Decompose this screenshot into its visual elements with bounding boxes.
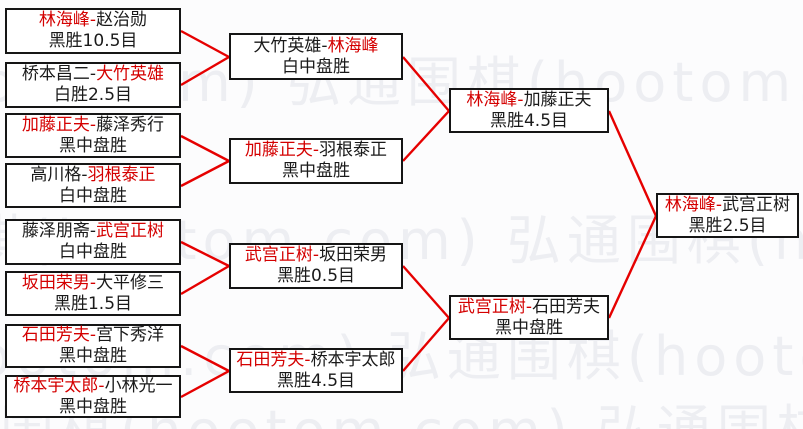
match-box-semifinal-2: 武宫正树-石田芳夫 黑中盘胜 (449, 295, 609, 340)
match-result: 黑胜1.5目 (53, 293, 133, 314)
match-box-round1-7: 石田芳夫-宫下秀洋 黑中盘胜 (5, 324, 181, 368)
player-winner: 加藤正夫- (21, 114, 97, 135)
match-box-round1-6: 坂田荣男-大平修三 黑胜1.5目 (5, 271, 181, 316)
player-loser: 大竹英雄- (253, 35, 328, 56)
match-result: 白中盘胜 (59, 185, 127, 206)
match-result: 白中盘胜 (59, 242, 127, 262)
match-box-round2-1: 大竹英雄-林海峰 白中盘胜 (229, 33, 403, 80)
match-result: 黑胜10.5目 (48, 31, 138, 51)
player-loser: 高川格- (30, 164, 88, 185)
match-players: 加藤正夫-羽根泰正 (245, 140, 387, 161)
player-loser: 坂田荣男 (319, 245, 388, 265)
player-loser: 加藤正夫 (523, 89, 592, 110)
match-players: 藤泽朋斋-武宫正树 (22, 221, 164, 242)
match-result: 黑中盘胜 (59, 346, 127, 366)
match-players: 高川格-羽根泰正 (30, 165, 155, 186)
player-winner: 坂田荣男- (21, 272, 97, 293)
player-winner: 大竹英雄 (96, 64, 165, 84)
match-box-round1-8: 桥本宇太郎-小林光一 黑中盘胜 (5, 375, 181, 418)
match-result: 黑胜4.5目 (489, 110, 569, 131)
player-loser: 石田芳夫 (532, 296, 601, 317)
match-box-round1-4: 高川格-羽根泰正 白中盘胜 (5, 163, 181, 208)
player-loser: 羽根泰正 (319, 140, 388, 160)
match-box-round1-5: 藤泽朋斋-武宫正树 白中盘胜 (5, 219, 181, 265)
match-box-semifinal-1: 林海峰-加藤正夫 黑胜4.5目 (449, 88, 609, 133)
match-box-round1-2: 桥本昌二-大竹英雄 白胜2.5目 (5, 62, 181, 108)
player-winner: 林海峰- (466, 89, 524, 110)
player-winner: 石田芳夫- (236, 349, 311, 370)
match-players: 加藤正夫-藤泽秀行 (22, 115, 164, 136)
player-loser: 武宫正树 (722, 194, 791, 215)
player-loser: 大平修三 (96, 272, 165, 293)
player-winner: 石田芳夫- (21, 325, 97, 345)
match-result: 黑胜0.5目 (276, 266, 356, 286)
player-winner: 加藤正夫- (244, 140, 320, 160)
match-players: 桥本昌二-大竹英雄 (22, 64, 164, 85)
match-result: 白中盘胜 (282, 56, 350, 77)
match-players: 石田芳夫-宫下秀洋 (22, 325, 164, 346)
match-box-final: 林海峰-武宫正树 黑胜2.5目 (656, 193, 799, 238)
match-players: 大竹英雄-林海峰 (253, 36, 378, 57)
player-winner: 武宫正树- (244, 245, 320, 265)
match-box-round1-3: 加藤正夫-藤泽秀行 黑中盘胜 (5, 113, 181, 158)
match-players: 桥本宇太郎-小林光一 (13, 376, 172, 397)
match-players: 武宫正树-坂田荣男 (245, 245, 387, 266)
player-winner: 羽根泰正 (87, 164, 156, 185)
player-loser: 赵治勋 (96, 10, 148, 30)
match-players: 林海峰-赵治勋 (39, 10, 147, 31)
player-loser: 藤泽秀行 (96, 114, 165, 135)
player-winner: 武宫正树 (96, 221, 165, 241)
match-box-round2-4: 石田芳夫-桥本宇太郎 黑胜4.5目 (229, 348, 403, 393)
match-box-round2-2: 加藤正夫-羽根泰正 黑中盘胜 (229, 138, 403, 184)
match-result: 白胜2.5目 (53, 85, 133, 105)
match-result: 黑胜4.5目 (276, 370, 356, 391)
match-players: 林海峰-加藤正夫 (466, 90, 591, 111)
match-result: 黑中盘胜 (282, 161, 350, 181)
player-loser: 小林光一 (104, 375, 173, 396)
player-winner: 桥本宇太郎- (13, 375, 105, 396)
player-loser: 桥本宇太郎 (310, 349, 396, 370)
match-result: 黑中盘胜 (59, 396, 127, 417)
player-loser: 桥本昌二- (21, 64, 97, 84)
match-result: 黑胜2.5目 (688, 215, 767, 236)
match-result: 黑中盘胜 (59, 135, 127, 156)
player-loser: 宫下秀洋 (96, 325, 165, 345)
match-players: 坂田荣男-大平修三 (22, 273, 164, 294)
player-loser: 藤泽朋斋- (21, 221, 97, 241)
match-players: 石田芳夫-桥本宇太郎 (236, 350, 395, 371)
player-winner: 武宫正树- (457, 296, 533, 317)
match-players: 武宫正树-石田芳夫 (458, 297, 600, 318)
player-winner: 林海峰- (38, 10, 97, 30)
match-box-round1-1: 林海峰-赵治勋 黑胜10.5目 (5, 8, 181, 54)
player-winner: 林海峰 (327, 35, 379, 56)
match-box-round2-3: 武宫正树-坂田荣男 黑胜0.5目 (229, 243, 403, 289)
match-result: 黑中盘胜 (495, 317, 563, 338)
match-players: 林海峰-武宫正树 (665, 195, 790, 216)
player-winner: 林海峰- (664, 194, 723, 215)
